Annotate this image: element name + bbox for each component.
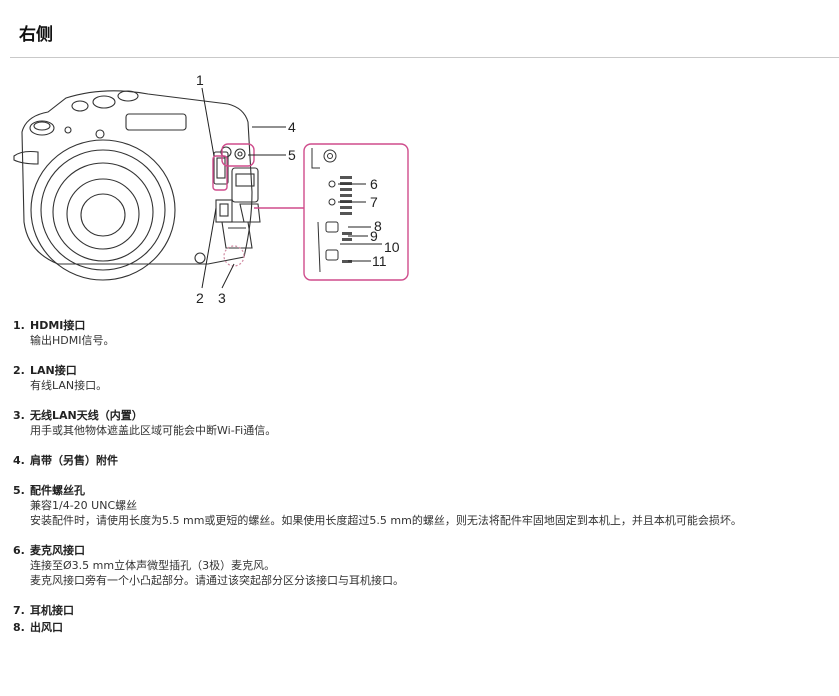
camera-right-side-illustration: 1 2 3 4 5 6 7 8 9 10 11 [13, 72, 409, 306]
item-number: 5. [13, 484, 25, 497]
page-title: 右侧 [19, 25, 53, 45]
item-title: 肩带（另售）附件 [30, 454, 118, 467]
list-item: 3. 无线LAN天线（内置） 用手或其他物体遮盖此区域可能会中断Wi-Fi通信。 [13, 409, 839, 438]
control-dial [92, 95, 116, 109]
wireless-antenna-area [223, 245, 245, 267]
callout-11: 11 [372, 253, 387, 269]
item-title: 麦克风接口 [30, 544, 85, 557]
item-description: 麦克风接口旁有一个小凸起部分。请通过该突起部分区分该接口与耳机接口。 [30, 574, 404, 587]
port-detail-box [303, 143, 409, 281]
item-number: 6. [13, 544, 25, 557]
item-number: 1. [13, 319, 25, 332]
callout-7: 7 [370, 194, 378, 210]
lan-port [215, 199, 233, 223]
mic-jack [328, 180, 336, 188]
callout-3: 3 [218, 290, 226, 306]
list-item: 6. 麦克风接口 连接至Ø3.5 mm立体声微型插孔（3极）麦克风。 麦克风接口旁… [13, 544, 839, 588]
item-description: 有线LAN接口。 [30, 379, 108, 392]
list-item: 2. LAN接口 有线LAN接口。 [13, 364, 839, 393]
item-title: 配件螺丝孔 [30, 484, 85, 497]
callout-10: 10 [384, 239, 400, 255]
item-number: 7. [13, 604, 25, 617]
item-title: LAN接口 [30, 364, 77, 377]
callout-5: 5 [288, 147, 296, 163]
title-divider [10, 57, 839, 58]
item-title: HDMI接口 [30, 319, 86, 332]
list-item: 8. 出风口 [13, 621, 839, 635]
list-item: 4. 肩带（另售）附件 [13, 454, 839, 468]
item-description: 兼容1/4-20 UNC螺丝 [30, 499, 138, 512]
accessory-screw-hole [234, 148, 246, 160]
lens-outer-ring [30, 139, 176, 281]
callout-4: 4 [288, 119, 296, 135]
port-description-list: 1. HDMI接口 输出HDMI信号。 2. LAN接口 有线LAN接口。 3. 无线… [13, 319, 839, 651]
callout-1: 1 [196, 72, 204, 88]
callout-9: 9 [370, 228, 378, 244]
item-description: 安装配件时，请使用长度为5.5 mm或更短的螺丝。如果使用长度超过5.5 mm的… [30, 514, 742, 527]
headphone-jack [328, 198, 336, 206]
callout-6: 6 [370, 176, 378, 192]
item-number: 3. [13, 409, 25, 422]
item-number: 8. [13, 621, 25, 634]
item-title: 无线LAN天线（内置） [30, 409, 143, 422]
list-item: 1. HDMI接口 输出HDMI信号。 [13, 319, 839, 348]
list-item: 5. 配件螺丝孔 兼容1/4-20 UNC螺丝 安装配件时，请使用长度为5.5 m… [13, 484, 839, 528]
callout-8: 8 [374, 218, 382, 234]
item-number: 2. [13, 364, 25, 377]
callout-2: 2 [196, 290, 204, 306]
item-title: 耳机接口 [30, 604, 74, 617]
mode-dial [29, 120, 55, 136]
item-title: 出风口 [30, 621, 63, 634]
lens-glass [66, 178, 140, 250]
list-item: 7. 耳机接口 [13, 604, 839, 618]
item-description: 连接至Ø3.5 mm立体声微型插孔（3极）麦克风。 [30, 559, 276, 572]
item-description: 输出HDMI信号。 [30, 334, 115, 347]
vent-grille [340, 176, 352, 179]
item-description: 用手或其他物体遮盖此区域可能会中断Wi-Fi通信。 [30, 424, 277, 437]
item-number: 4. [13, 454, 25, 467]
